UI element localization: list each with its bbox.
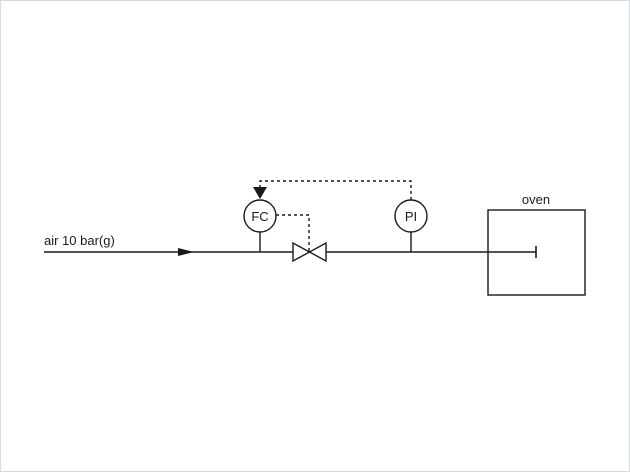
fc-instrument-bubble [243,199,277,233]
oven-label: oven [522,192,550,207]
pi-label: PI [405,209,417,224]
flow-arrow-icon [178,248,194,256]
inlet-label: air 10 bar(g) [44,233,115,248]
signal-arrow-icon [253,187,267,199]
signal-line-fc-to-valve [276,214,310,251]
oven-box [487,209,586,296]
fc-label: FC [251,209,268,224]
control-valve-icon [292,241,327,263]
signal-line-pi-to-fc [259,180,412,200]
